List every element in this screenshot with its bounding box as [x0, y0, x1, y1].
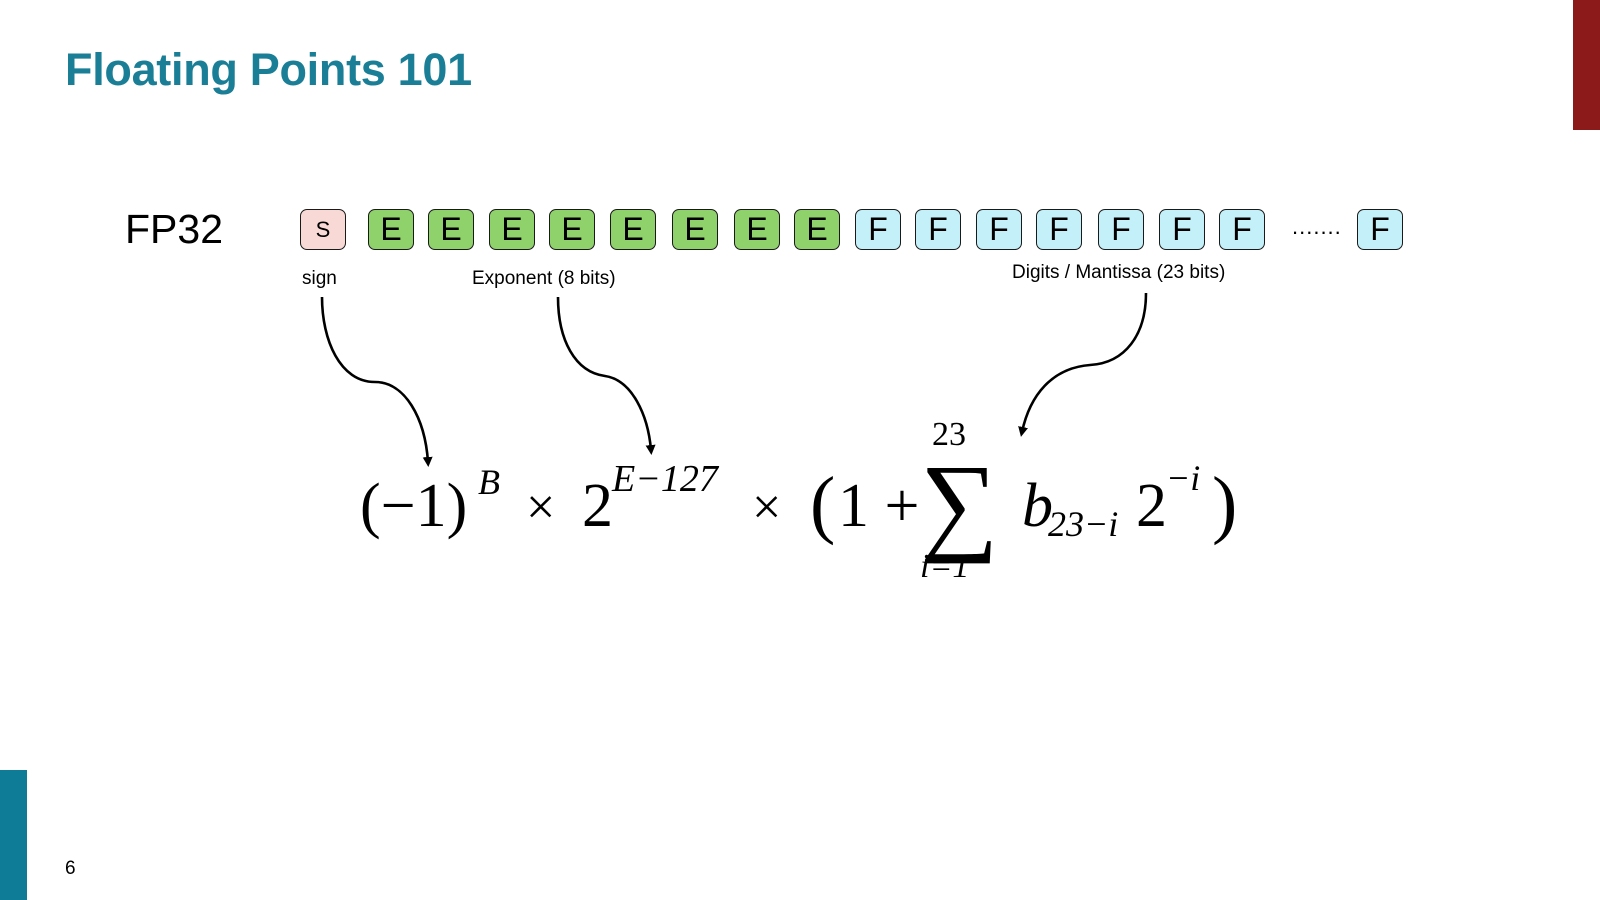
exponent-bit: E: [428, 209, 474, 250]
mantissa-bit: F: [855, 209, 901, 250]
exponent-arrow: [556, 296, 656, 455]
formula-sign-exponent: B: [478, 462, 500, 502]
formula-sum-upper: 23: [932, 416, 966, 453]
format-label: FP32: [125, 206, 223, 252]
ellipsis: .......: [1292, 214, 1342, 239]
sign-label: sign: [302, 268, 337, 289]
formula-two-2: 2: [1136, 472, 1167, 540]
formula-times-1: ×: [526, 479, 556, 536]
formula-one-plus: 1 +: [838, 472, 920, 540]
formula-exponent-exp: E−127: [612, 458, 718, 500]
mantissa-bit: F: [1098, 209, 1144, 250]
mantissa-bit: F: [1036, 209, 1082, 250]
top-accent-bar: [1573, 0, 1600, 130]
exponent-bit: E: [610, 209, 656, 250]
exponent-bit: E: [368, 209, 414, 250]
exponent-bit: E: [672, 209, 718, 250]
slide-title: Floating Points 101: [65, 44, 472, 95]
formula-two-2-exponent: −i: [1166, 458, 1201, 498]
formula-sigma: ∑: [920, 442, 999, 564]
exponent-bit: E: [734, 209, 780, 250]
sign-bit: S: [300, 209, 346, 250]
formula-two: 2: [582, 472, 613, 540]
mantissa-bit: F: [1219, 209, 1265, 250]
mantissa-bit: F: [976, 209, 1022, 250]
left-accent-bar: [0, 770, 27, 900]
exponent-bit: E: [794, 209, 840, 250]
mantissa-bit: F: [1159, 209, 1205, 250]
formula-b: b: [1022, 472, 1053, 540]
formula-close-paren: ): [1212, 462, 1238, 546]
formula-sum-lower: i=1: [920, 548, 970, 585]
formula-neg-one: (−1): [360, 472, 468, 540]
mantissa-bit: F: [915, 209, 961, 250]
formula-open-paren: (: [810, 462, 836, 546]
formula-times-2: ×: [752, 479, 782, 536]
formula-b-subscript: 23−i: [1048, 504, 1119, 544]
mantissa-label: Digits / Mantissa (23 bits): [1012, 262, 1226, 283]
sign-arrow: [320, 296, 433, 467]
exponent-label: Exponent (8 bits): [472, 268, 616, 289]
page-number: 6: [65, 858, 76, 879]
mantissa-arrow: [1018, 292, 1148, 437]
exponent-bit: E: [549, 209, 595, 250]
mantissa-bit-last: F: [1357, 209, 1403, 250]
exponent-bit: E: [489, 209, 535, 250]
